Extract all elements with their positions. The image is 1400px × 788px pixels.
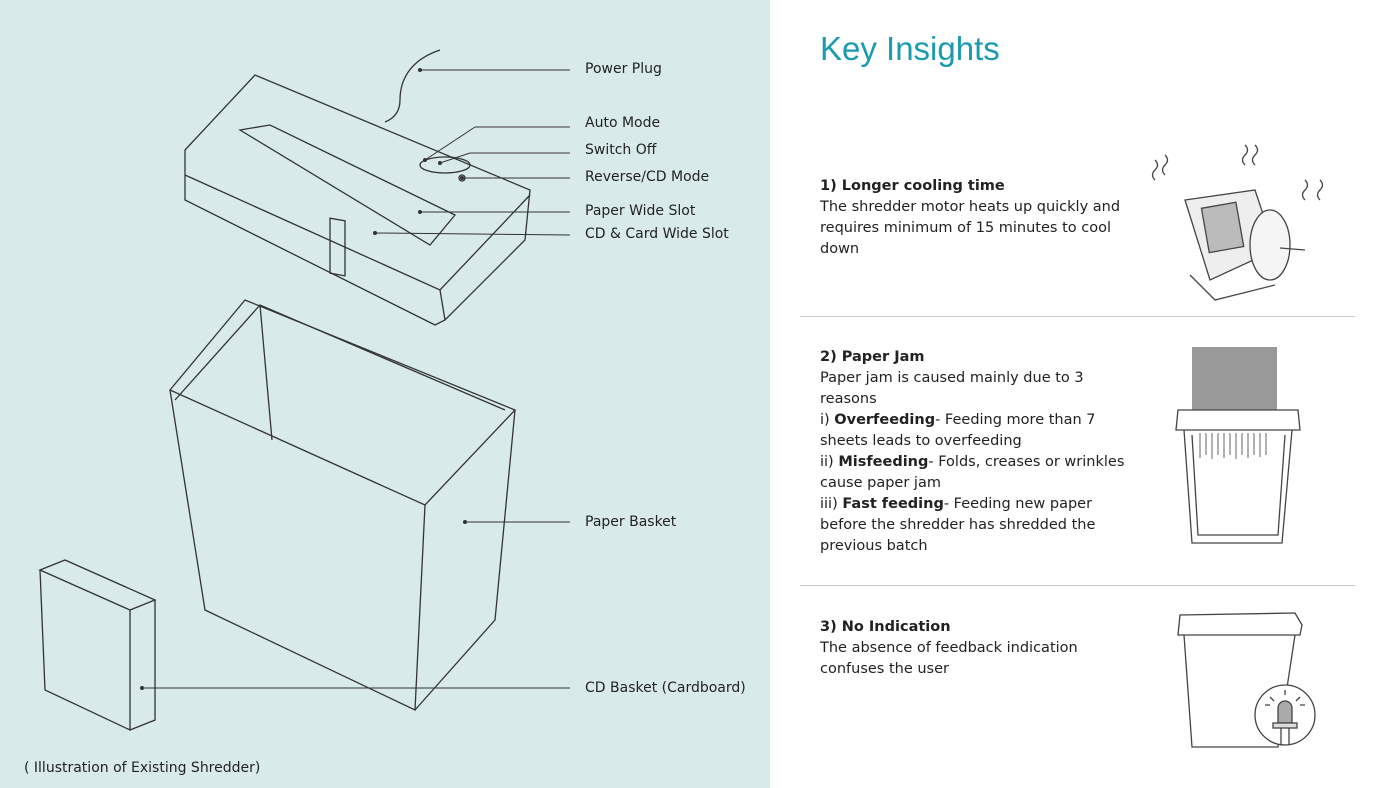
reason-misfeeding: ii) Misfeeding- Folds, creases or wrinkl… — [820, 452, 1140, 494]
shredder-drawing — [38, 49, 571, 732]
reason-overfeeding: i) Overfeeding- Feeding more than 7 shee… — [820, 410, 1140, 452]
shredder-head — [184, 74, 531, 326]
page-title: Key Insights — [820, 30, 1000, 67]
label-cd-basket: CD Basket (Cardboard) — [585, 680, 746, 696]
label-power-plug: Power Plug — [585, 61, 662, 77]
reason-text: - Feeding more than 7 sheets leads to ov… — [820, 412, 1096, 449]
reason-term: Overfeeding — [834, 412, 936, 428]
label-switch-off: Switch Off — [585, 142, 657, 158]
insight-heading: 1) Longer cooling time — [820, 178, 1005, 194]
reason-fast-feeding: iii) Fast feeding- Feeding new paper bef… — [820, 494, 1140, 557]
reason-prefix: ii) — [820, 454, 839, 470]
insight-intro: Paper jam is caused mainly due to 3 reas… — [820, 370, 1084, 407]
label-auto-mode: Auto Mode — [585, 115, 661, 131]
insight-body: The shredder motor heats up quickly and … — [820, 199, 1121, 257]
insight-body: The absence of feedback indication confu… — [820, 640, 1078, 677]
reason-prefix: i) — [820, 412, 835, 428]
illustration-caption: ( Illustration of Existing Shredder) — [24, 760, 261, 776]
insight-heading: 3) No Indication — [820, 619, 951, 635]
label-cd-card-slot: CD & Card Wide Slot — [585, 226, 729, 242]
divider — [800, 316, 1355, 317]
divider — [800, 585, 1355, 586]
no-indicator-shredder-icon — [1177, 612, 1316, 748]
reason-term: Fast feeding — [842, 496, 944, 512]
shredder-illustration-panel: Power Plug Auto Mode Switch Off Reverse/… — [0, 0, 770, 788]
label-paper-basket: Paper Basket — [585, 514, 677, 530]
power-cord — [384, 49, 441, 123]
leader-lines — [142, 69, 571, 689]
reason-text: - Feeding new paper before the shredder … — [820, 496, 1096, 554]
reason-term: Misfeeding — [838, 454, 929, 470]
insight-heading: 2) Paper Jam — [820, 349, 925, 365]
label-paper-wide-slot: Paper Wide Slot — [585, 203, 696, 219]
label-reverse-cd-mode: Reverse/CD Mode — [585, 169, 710, 185]
insight-no-indication: 3) No Indication The absence of feedback… — [820, 617, 1140, 680]
cd-basket — [38, 559, 157, 732]
insight-paper-jam: 2) Paper Jam Paper jam is caused mainly … — [820, 347, 1140, 557]
reason-prefix: iii) — [820, 496, 843, 512]
insight-cooling-time: 1) Longer cooling time The shredder moto… — [820, 176, 1140, 260]
hot-motor-icon — [1151, 144, 1324, 301]
reason-text: - Folds, creases or wrinkles cause paper… — [820, 454, 1125, 491]
paper-jam-shredder-icon — [1175, 347, 1301, 544]
paper-basket — [168, 299, 517, 712]
